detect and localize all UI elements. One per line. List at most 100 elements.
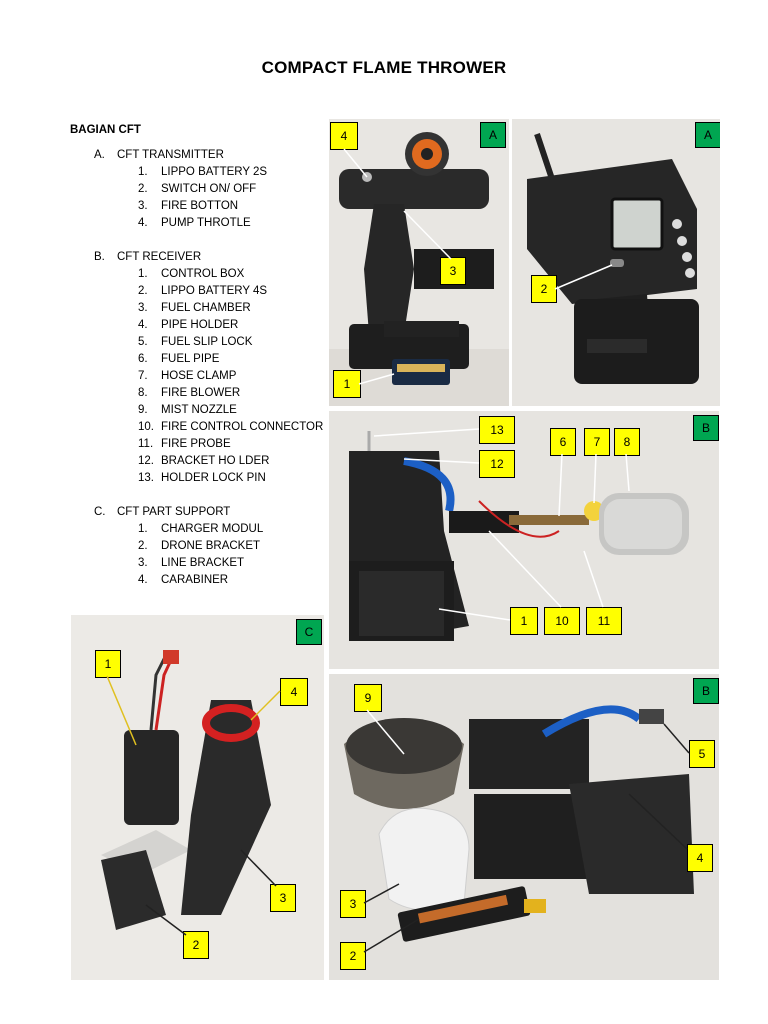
- section-title: B. CFT RECEIVER: [70, 249, 325, 266]
- callout-badge: 2: [531, 275, 557, 303]
- item-number: 13.: [138, 472, 154, 484]
- list-item: 2. SWITCH ON/ OFF: [70, 181, 325, 198]
- item-number: 4.: [138, 319, 148, 331]
- photo-transmitter-right: A 2: [512, 119, 720, 406]
- page-title: COMPACT FLAME THROWER: [261, 58, 507, 77]
- callout-badge: 7: [584, 428, 610, 456]
- section-title-text: CFT RECEIVER: [117, 251, 202, 263]
- item-number: 9.: [138, 404, 148, 416]
- callout-badge: 5: [689, 740, 715, 768]
- item-number: 4.: [138, 574, 148, 586]
- item-number: 12.: [138, 455, 154, 467]
- list-item: 10.FIRE CONTROL CONNECTOR: [70, 419, 325, 436]
- callout-badge: 4: [687, 844, 713, 872]
- item-number: 2.: [138, 540, 148, 552]
- item-number: 3.: [138, 200, 148, 212]
- item-label: SWITCH ON/ OFF: [161, 183, 257, 195]
- list-item: 11. FIRE PROBE: [70, 436, 325, 453]
- photo-transmitter-left: A 4 3 1: [329, 119, 509, 406]
- list-item: 3.FUEL CHAMBER: [70, 300, 325, 317]
- callout-badge: 9: [354, 684, 382, 712]
- callout-badge: 8: [614, 428, 640, 456]
- parts-section: C.CFT PART SUPPORT 1. CHARGER MODUL 2. DRONE…: [70, 504, 325, 589]
- callout-badge: 1: [510, 607, 538, 635]
- item-number: 1.: [138, 166, 148, 178]
- parts-section: B. CFT RECEIVER 1. CONTROL BOX 2.LIPPO BATTE…: [70, 249, 325, 487]
- section-tag: B: [693, 415, 719, 441]
- item-label: HOLDER LOCK PIN: [161, 472, 266, 484]
- item-number: 5.: [138, 336, 148, 348]
- list-item: 6.FUEL PIPE: [70, 351, 325, 368]
- callout-badge: 13: [479, 416, 515, 444]
- list-item: 1. CHARGER MODUL: [70, 521, 325, 538]
- callout-badge: 3: [340, 890, 366, 918]
- list-item: 1. CONTROL BOX: [70, 266, 325, 283]
- item-label: FUEL SLIP LOCK: [161, 336, 253, 348]
- list-item: 4. CARABINER: [70, 572, 325, 589]
- list-item: 5. FUEL SLIP LOCK: [70, 334, 325, 351]
- callout-badge: 3: [270, 884, 296, 912]
- item-label: FIRE PROBE: [161, 438, 231, 450]
- parts-list: BAGIAN CFT A. CFT TRANSMITTER 1. LIPPO BATT…: [70, 122, 325, 606]
- section-title: A. CFT TRANSMITTER: [70, 147, 325, 164]
- photo-receiver-bottom: B 9 5 4 3 2: [329, 674, 719, 980]
- callout-badge: 4: [330, 122, 358, 150]
- item-label: LINE BRACKET: [161, 557, 245, 569]
- list-item: 13. HOLDER LOCK PIN: [70, 470, 325, 487]
- item-number: 1.: [138, 523, 148, 535]
- item-label: FIRE BOTTON: [161, 200, 239, 212]
- item-number: 7.: [138, 370, 148, 382]
- item-label: CARABINER: [161, 574, 229, 586]
- item-number: 2.: [138, 183, 148, 195]
- item-label: FUEL CHAMBER: [161, 302, 251, 314]
- list-item: 12. BRACKET HO LDER: [70, 453, 325, 470]
- callout-badge: 6: [550, 428, 576, 456]
- section-tag: A: [695, 122, 720, 148]
- list-item: 4.PIPE HOLDER: [70, 317, 325, 334]
- callout-badge: 2: [340, 942, 366, 970]
- section-tag: C: [296, 619, 322, 645]
- section-letter: C.: [94, 506, 106, 518]
- callout-lines: [373, 428, 630, 621]
- item-number: 8.: [138, 387, 148, 399]
- item-label: FUEL PIPE: [161, 353, 220, 365]
- item-number: 4.: [138, 217, 148, 229]
- item-label: FIRE BLOWER: [161, 387, 241, 399]
- item-number: 11.: [138, 438, 154, 450]
- list-item: 7.HOSE CLAMP: [70, 368, 325, 385]
- section-title-text: CFT TRANSMITTER: [117, 149, 224, 161]
- photo-receiver-top: B 13 12 6 7 8 1 10 11: [329, 411, 719, 669]
- item-number: 3.: [138, 557, 148, 569]
- photo-support: C 1 4 3 2: [71, 615, 324, 980]
- callout-lines: [554, 264, 613, 290]
- item-label: FIRE CONTROL CONNECTOR: [161, 421, 324, 433]
- list-item: 4. PUMP THROTLE: [70, 215, 325, 232]
- callout-badge: 12: [479, 450, 515, 478]
- list-item: 2.LIPPO BATTERY 4S: [70, 283, 325, 300]
- callout-lines: [106, 675, 281, 936]
- list-item: 3. FIRE BOTTON: [70, 198, 325, 215]
- section-title: C.CFT PART SUPPORT: [70, 504, 325, 521]
- item-label: CHARGER MODUL: [161, 523, 264, 535]
- item-label: CONTROL BOX: [161, 268, 245, 280]
- item-label: LIPPO BATTERY 4S: [161, 285, 268, 297]
- callout-lines: [343, 148, 452, 385]
- item-label: MIST NOZZLE: [161, 404, 237, 416]
- section-tag: B: [693, 678, 719, 704]
- list-item: 8. FIRE BLOWER: [70, 385, 325, 402]
- parts-items: 1. LIPPO BATTERY 2S 2. SWITCH ON/ OFF 3. FIRE…: [70, 164, 325, 232]
- item-label: DRONE BRACKET: [161, 540, 261, 552]
- section-letter: A.: [94, 149, 105, 161]
- callout-badge: 4: [280, 678, 308, 706]
- item-label: BRACKET HO LDER: [161, 455, 270, 467]
- item-number: 1.: [138, 268, 148, 280]
- item-label: PUMP THROTLE: [161, 217, 251, 229]
- list-item: 1. LIPPO BATTERY 2S: [70, 164, 325, 181]
- parts-heading: BAGIAN CFT: [70, 124, 141, 136]
- callout-badge: 2: [183, 931, 209, 959]
- callout-badge: 10: [544, 607, 580, 635]
- parts-sections: A. CFT TRANSMITTER 1. LIPPO BATTERY 2S 2. SWI…: [70, 147, 325, 589]
- section-letter: B.: [94, 251, 105, 263]
- item-label: LIPPO BATTERY 2S: [161, 166, 268, 178]
- list-item: 2. DRONE BRACKET: [70, 538, 325, 555]
